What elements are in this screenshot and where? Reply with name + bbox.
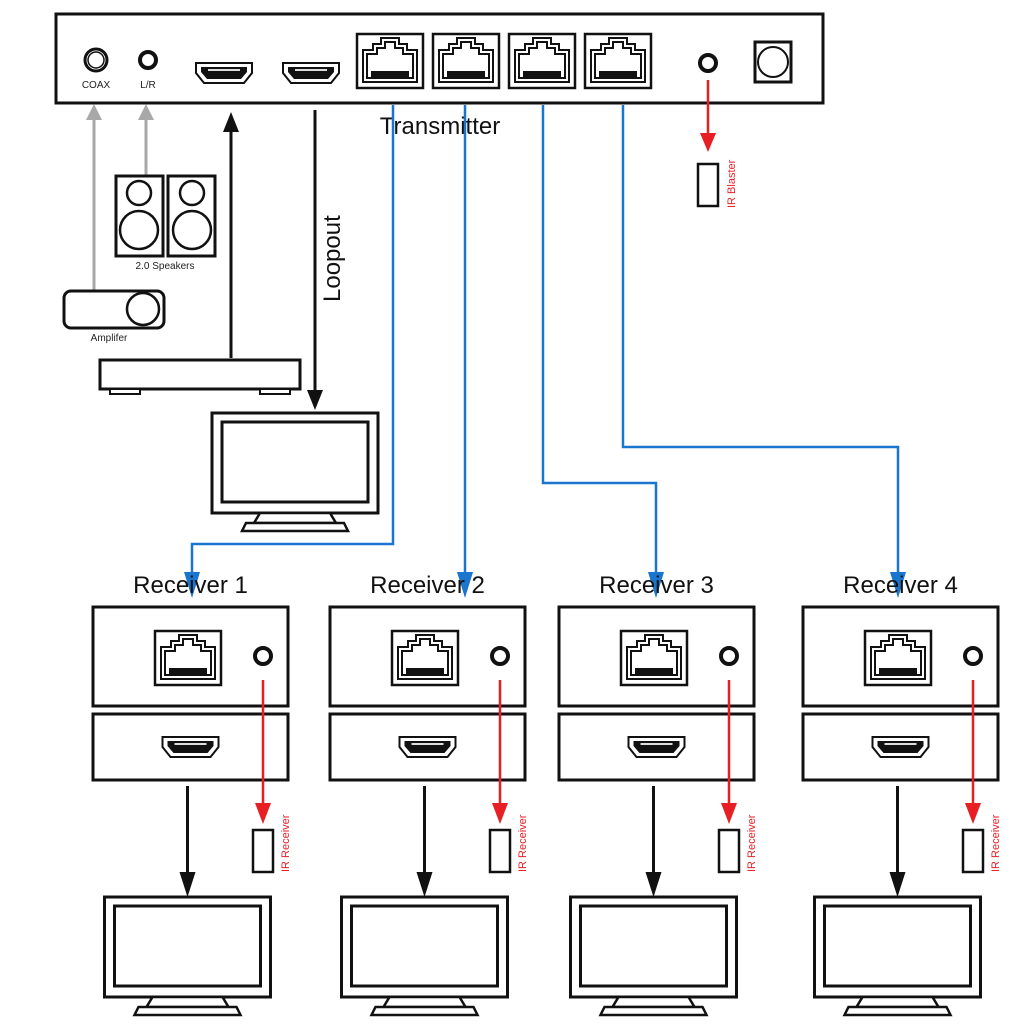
coax-port	[83, 47, 109, 73]
loopout-arrow	[307, 110, 323, 410]
ir-receiver-label: IR Receiver	[517, 814, 529, 872]
amplifier-icon	[62, 289, 166, 330]
receiver-ir-port	[963, 646, 983, 666]
cat-cables	[190, 105, 900, 580]
receiver-rj45-port	[390, 629, 460, 687]
ir-receiver-icon	[251, 828, 275, 874]
cat-cable-1	[190, 105, 395, 580]
receiver-4: Receiver 4 IR Receiver	[801, 572, 1002, 1017]
hdbaset-output-port-2	[431, 32, 501, 90]
receiver-ir-port	[490, 646, 510, 666]
speakers-icon	[114, 174, 217, 258]
transmitter-label: Transmitter	[380, 113, 500, 140]
hdbaset-output-port-4	[583, 32, 653, 90]
coax-label: COAX	[82, 80, 111, 91]
receiver-label: Receiver 3	[599, 572, 714, 599]
ir-receiver-icon	[961, 828, 985, 874]
ir-blaster-connection	[696, 80, 720, 208]
receiver-hdmi-port	[161, 736, 220, 758]
ir-blaster-label: IR Blaster	[726, 159, 738, 208]
speakers-label: 2.0 Speakers	[136, 261, 195, 272]
audio-connections	[86, 104, 154, 292]
receiver-1: Receiver 1 IR Receiver	[91, 572, 292, 1017]
receiver-rj45-port	[619, 629, 689, 687]
power-port	[753, 40, 793, 84]
ir-arrow	[721, 803, 737, 824]
cat-cable-3	[541, 105, 658, 580]
ir-blaster-icon	[696, 162, 720, 208]
hdmi-output-arrow	[889, 872, 906, 897]
amplifier-label: Amplifer	[91, 333, 128, 344]
hdmi-loopout-port	[282, 62, 340, 84]
hdmi-output-arrow	[645, 872, 662, 897]
ir-receiver-label: IR Receiver	[990, 814, 1002, 872]
receiver-hdmi-port	[398, 736, 457, 758]
receiver-label: Receiver 1	[133, 572, 248, 599]
tv-icon	[813, 895, 982, 1017]
receiver-ir-port	[253, 646, 273, 666]
receivers: Receiver 1 IR Receiver Receiver 2 IR Receiv…	[91, 572, 1002, 1017]
hdbaset-output-port-3	[507, 32, 577, 90]
tv-icon	[340, 895, 509, 1017]
tv-icon	[569, 895, 738, 1017]
loopout-tv-icon	[210, 411, 380, 533]
ir-arrow	[965, 803, 981, 824]
receiver-label: Receiver 2	[370, 572, 485, 599]
hdbaset-output-port-1	[355, 32, 425, 90]
cat-cable-arrows	[184, 572, 906, 598]
receiver-hdmi-port	[871, 736, 930, 758]
receiver-ir-port	[719, 646, 739, 666]
ir-receiver-label: IR Receiver	[746, 814, 758, 872]
receiver-rj45-port	[153, 629, 223, 687]
source-device-icon	[98, 358, 302, 395]
receiver-hdmi-port	[627, 736, 686, 758]
tv-icon	[103, 895, 272, 1017]
receiver-3: Receiver 3 IR Receiver	[557, 572, 758, 1017]
lr-label: L/R	[140, 80, 156, 91]
transmitter: COAX L/R	[54, 12, 825, 105]
ir-arrow	[492, 803, 508, 824]
loopout-label: Loopout	[319, 215, 346, 302]
ir-arrow	[255, 803, 271, 824]
cat-cable-4	[621, 105, 900, 580]
lr-audio-port	[138, 50, 158, 70]
hdmi-output-arrow	[416, 872, 433, 897]
receiver-rj45-port	[863, 629, 933, 687]
hdmi-output-arrow	[179, 872, 196, 897]
ir-receiver-icon	[488, 828, 512, 874]
receiver-2: Receiver 2 IR Receiver	[328, 572, 529, 1017]
ir-receiver-icon	[717, 828, 741, 874]
ir-out-port	[698, 53, 718, 73]
hdmi-input-arrow	[223, 112, 239, 358]
hdmi-input-port	[195, 62, 253, 84]
ir-receiver-label: IR Receiver	[280, 814, 292, 872]
receiver-label: Receiver 4	[843, 572, 958, 599]
